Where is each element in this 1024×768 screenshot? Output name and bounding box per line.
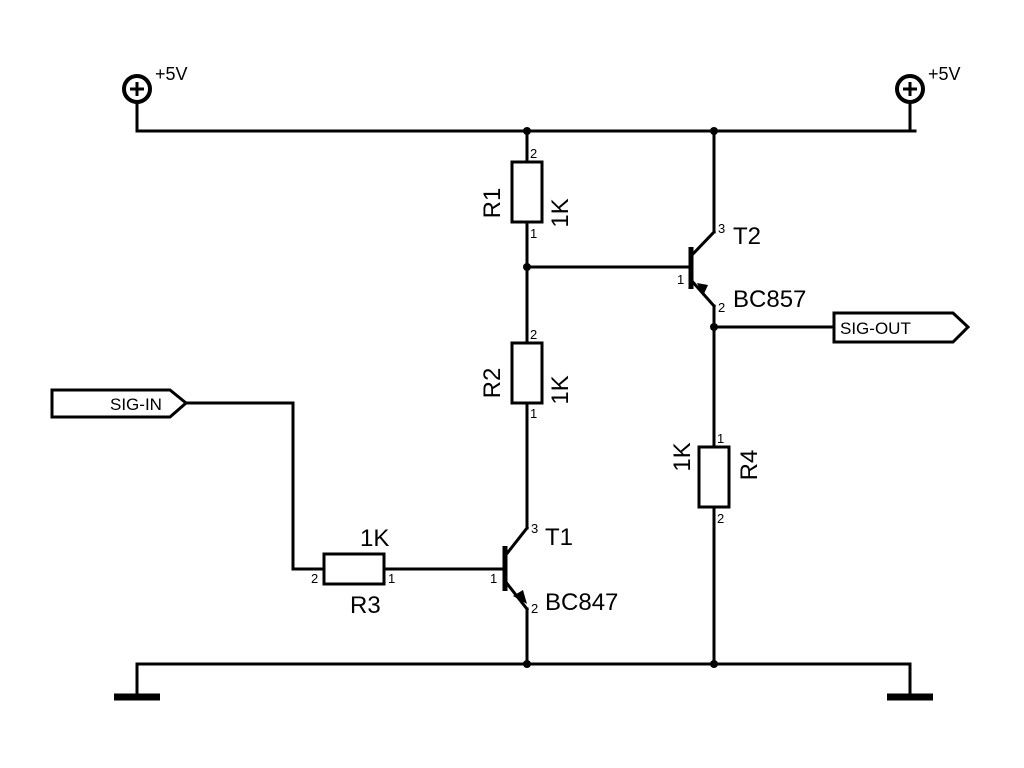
t2-pin-base: 1 bbox=[677, 272, 684, 287]
r3-value-label: 1K bbox=[360, 525, 389, 552]
transistor-t1 bbox=[502, 525, 530, 612]
supply-right-symbol bbox=[895, 74, 925, 104]
r2-pin-top: 2 bbox=[530, 327, 537, 342]
junction-dot bbox=[523, 127, 531, 135]
r4-pin-bottom: 2 bbox=[717, 511, 724, 526]
net-port-sig-in bbox=[50, 388, 189, 419]
t2-arrow-icon bbox=[697, 283, 708, 296]
r1-pin-bottom: 1 bbox=[530, 226, 537, 241]
r3-pin-left: 2 bbox=[311, 571, 318, 586]
net-label-sig-out: SIG-OUT bbox=[840, 319, 911, 338]
r2-ref-label: R2 bbox=[479, 368, 506, 399]
net-port-sig-out bbox=[832, 311, 971, 344]
r4-value-label: 1K bbox=[669, 442, 696, 471]
t2-pin-emitter: 3 bbox=[718, 221, 725, 236]
supply-left-symbol bbox=[122, 74, 152, 104]
resistor-r3 bbox=[322, 552, 386, 586]
t2-pin-collector: 2 bbox=[718, 300, 725, 315]
t1-pin-base: 1 bbox=[490, 571, 497, 586]
r1-value-label: 1K bbox=[547, 198, 574, 227]
r1-ref-label: R1 bbox=[479, 188, 506, 219]
r3-pin-right: 1 bbox=[388, 571, 395, 586]
t1-part-label: BC847 bbox=[545, 589, 618, 616]
resistor-r1 bbox=[510, 160, 544, 224]
transistor-t2 bbox=[688, 229, 717, 309]
t2-emitter-lead bbox=[688, 229, 717, 259]
t2-part-label: BC857 bbox=[733, 286, 806, 313]
junction-dot bbox=[523, 660, 531, 668]
t1-arrow-icon bbox=[513, 590, 527, 604]
t2-ref-label: T2 bbox=[733, 223, 761, 250]
resistor-r2 bbox=[510, 341, 544, 405]
supply-left-label: +5V bbox=[155, 64, 188, 84]
t1-pin-emitter: 2 bbox=[531, 601, 538, 616]
t1-ref-label: T1 bbox=[545, 524, 573, 551]
net-label-sig-in: SIG-IN bbox=[110, 395, 162, 414]
r2-value-label: 1K bbox=[547, 375, 574, 404]
r1-pin-top: 2 bbox=[530, 146, 537, 161]
supply-right-label: +5V bbox=[928, 64, 961, 84]
t1-pin-collector: 3 bbox=[531, 521, 538, 536]
r4-ref-label: R4 bbox=[736, 450, 763, 481]
r3-ref-label: R3 bbox=[350, 592, 381, 619]
resistor-r4 bbox=[697, 445, 731, 509]
r2-pin-bottom: 1 bbox=[530, 406, 537, 421]
t1-collector-lead bbox=[502, 525, 530, 559]
r4-pin-top: 1 bbox=[717, 431, 724, 446]
